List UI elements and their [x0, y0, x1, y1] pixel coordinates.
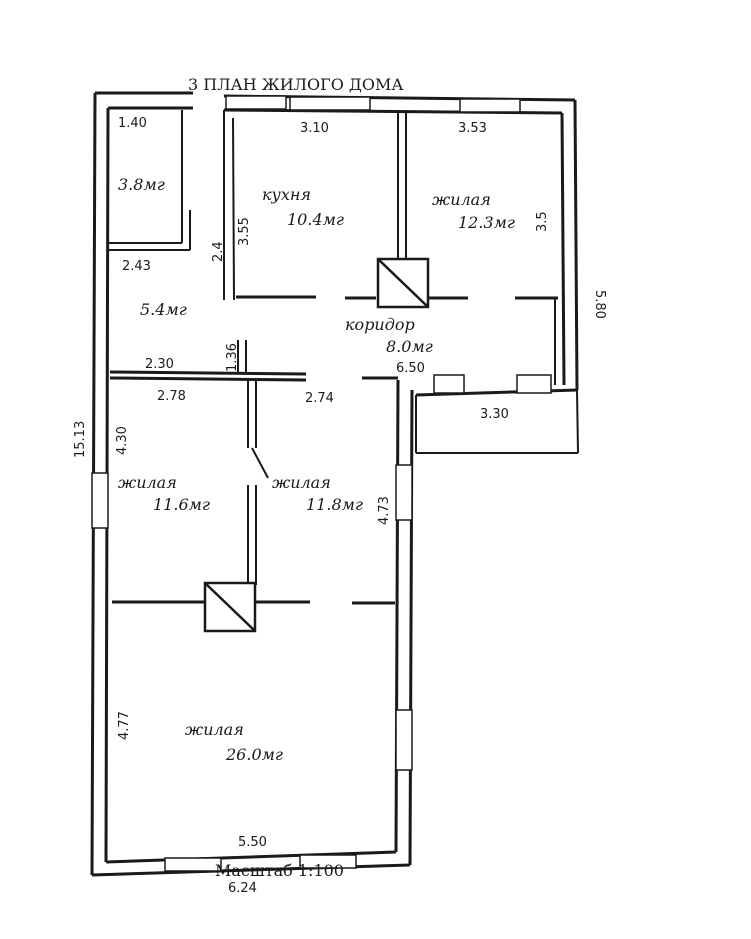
room-name-living-ne: жилая	[432, 190, 491, 209]
window-south-1	[164, 857, 222, 872]
dim-5-80: 5.80	[592, 290, 607, 319]
room-area-living-s: 26.0мг	[225, 745, 283, 764]
porch-east	[576, 389, 579, 454]
dim-15-13: 15.13	[73, 421, 88, 458]
room-area-kitchen: 10.4мг	[287, 210, 344, 229]
dim-4-77: 4.77	[117, 711, 132, 740]
dim-4-30: 4.30	[115, 426, 130, 455]
outer-walls	[90, 91, 579, 877]
room-area-living-w: 11.6мг	[153, 495, 210, 514]
dim-2-4-left: 2.4	[211, 241, 226, 262]
dim-4-73: 4.73	[377, 496, 392, 525]
scale-label: Масштаб 1:100	[215, 861, 344, 880]
room-area-hall: 5.4мг	[140, 300, 187, 319]
dim-3-55: 3.55	[237, 217, 252, 246]
east-wall-lower-inner	[394, 379, 400, 853]
room-name-living-s: жилая	[185, 720, 244, 739]
dim-2-30: 2.30	[145, 357, 174, 372]
dim-6-24: 6.24	[228, 881, 257, 896]
window-south-2	[299, 854, 357, 869]
hall-south-wall-inner	[109, 370, 307, 376]
window-porch-2	[516, 374, 552, 394]
east-wall-inner	[560, 112, 566, 386]
stove-upper	[376, 257, 430, 309]
room-area-living-ne: 12.3мг	[458, 213, 515, 232]
window-kitchen-2	[289, 96, 371, 111]
dim-3-53: 3.53	[458, 121, 487, 136]
window-living-ne	[459, 98, 521, 113]
room-area-pantry: 3.8мг	[118, 175, 165, 194]
dim-2-74: 2.74	[305, 391, 334, 406]
room-name-kitchen: кухня	[262, 185, 311, 204]
window-east-2	[395, 709, 413, 771]
south-wall-outer	[91, 863, 411, 877]
dim-2-43: 2.43	[122, 259, 151, 274]
windows	[91, 95, 552, 872]
window-east-1	[395, 464, 413, 521]
door-swing	[251, 447, 269, 479]
dim-1-40: 1.40	[118, 116, 147, 131]
east-wall-outer	[573, 99, 579, 391]
hall-south-wall	[109, 376, 307, 382]
kitchen-west-wall-inner	[232, 117, 235, 301]
interior-walls	[108, 110, 558, 605]
room-name-corridor: коридор	[345, 315, 415, 334]
room-area-living-c: 11.8мг	[306, 495, 363, 514]
dim-3-30: 3.30	[480, 407, 509, 422]
room-area-corridor: 8.0мг	[386, 337, 433, 356]
dim-5-50: 5.50	[238, 835, 267, 850]
dim-2-78: 2.78	[157, 389, 186, 404]
window-porch-1	[433, 374, 465, 394]
east-wall-lower-outer	[408, 389, 414, 866]
room-name-living-w: жилая	[118, 473, 177, 492]
window-kitchen-1	[225, 95, 287, 110]
dim-6-50: 6.50	[396, 361, 425, 376]
dim-3-10: 3.10	[300, 121, 329, 136]
south-wall-inner	[105, 850, 397, 864]
dim-1-36: 1.36	[225, 343, 240, 372]
plan-title: 3 ПЛАН ЖИЛОГО ДОМА	[188, 75, 404, 94]
room-name-living-c: жилая	[272, 473, 331, 492]
stove-lower	[203, 581, 257, 633]
dim-3-55-right: 3.5	[535, 211, 550, 232]
window-west	[91, 472, 109, 529]
